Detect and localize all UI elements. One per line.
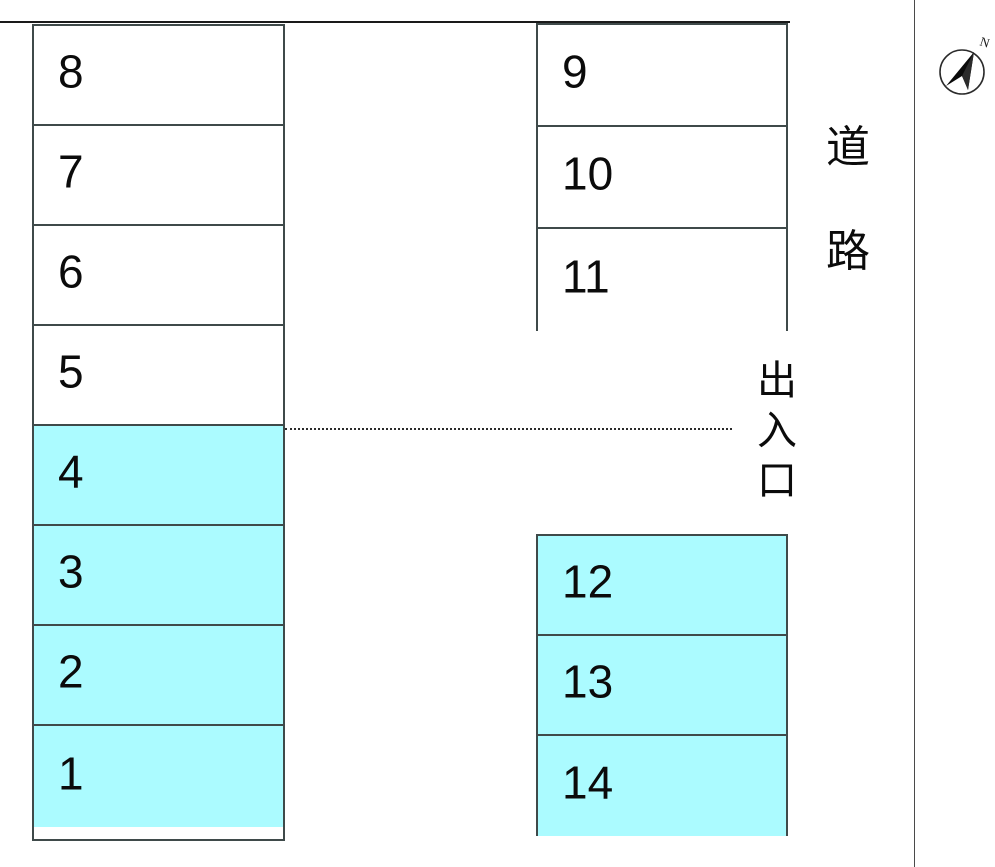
stall-number: 5: [58, 345, 84, 398]
road-label-char: 道: [826, 122, 870, 173]
entrance-label: 出 入 口: [748, 356, 806, 506]
parking-stall[interactable]: 4: [34, 426, 283, 526]
stall-number: 3: [58, 545, 84, 598]
stall-number: 7: [58, 145, 84, 198]
parking-stall[interactable]: 3: [34, 526, 283, 626]
road-label: 道 路: [812, 96, 884, 304]
stall-number: 2: [58, 645, 84, 698]
compass-north-icon: N: [938, 32, 990, 98]
parking-stall[interactable]: 2: [34, 626, 283, 726]
parking-stall[interactable]: 6: [34, 226, 283, 326]
lower-right-stall-block: 12 13 14: [536, 534, 788, 836]
stall-number: 10: [562, 147, 614, 200]
entrance-label-char: 入: [757, 408, 797, 454]
stall-number: 13: [562, 655, 614, 708]
upper-right-stall-block: 9 10 11: [536, 23, 788, 331]
stall-number: 4: [58, 445, 84, 498]
stall-number: 12: [562, 555, 614, 608]
entrance-dotted-line: [285, 428, 732, 430]
parking-stall[interactable]: 8: [34, 26, 283, 126]
stall-number: 8: [58, 45, 84, 98]
parking-stall[interactable]: 10: [538, 127, 786, 229]
parking-stall[interactable]: 11: [538, 229, 786, 331]
site-boundary-top: [0, 21, 790, 23]
parking-stall[interactable]: 5: [34, 326, 283, 426]
stall-number: 1: [58, 746, 84, 799]
left-stall-block: 8 7 6 5 4 3 2 1: [32, 24, 285, 841]
stall-number: 6: [58, 245, 84, 298]
margin-divider: [914, 0, 915, 867]
parking-stall[interactable]: 7: [34, 126, 283, 226]
road-label-char: 路: [826, 226, 870, 277]
stall-number: 11: [562, 250, 610, 303]
entrance-label-char: 口: [757, 458, 797, 504]
stall-number: 14: [562, 756, 614, 809]
svg-text:N: N: [978, 34, 990, 51]
parking-stall[interactable]: 14: [538, 736, 786, 836]
stall-number: 9: [562, 45, 588, 98]
parking-stall[interactable]: 9: [538, 25, 786, 127]
entrance-label-char: 出: [757, 358, 797, 404]
parking-stall[interactable]: 13: [538, 636, 786, 736]
parking-stall[interactable]: 12: [538, 536, 786, 636]
parking-stall[interactable]: 1: [34, 726, 283, 827]
